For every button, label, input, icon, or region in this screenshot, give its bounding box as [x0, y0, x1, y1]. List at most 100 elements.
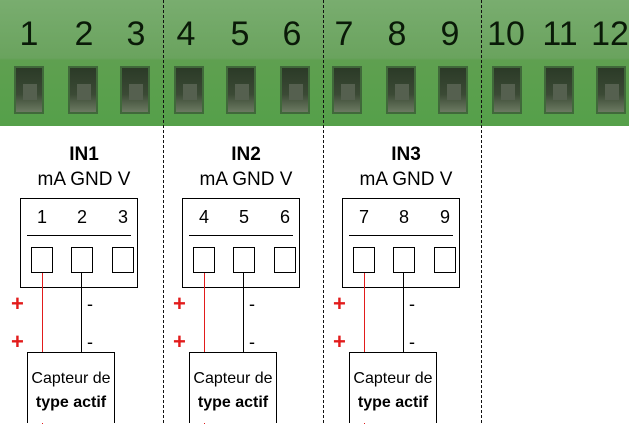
- active-sensor-box: Capteur de type actif: [189, 352, 277, 423]
- positive-sign: +: [333, 329, 346, 354]
- terminal-number: 6: [282, 15, 302, 53]
- sensor-label-line1: Capteur de: [353, 370, 433, 387]
- socket-pin: [289, 84, 303, 100]
- connector-divider: [27, 235, 131, 236]
- connector-pin-number: 2: [76, 207, 87, 227]
- connector-terminal: [31, 247, 53, 273]
- terminal-number: 4: [176, 15, 196, 53]
- connector-diagram: 1 2 3: [20, 198, 138, 288]
- terminal-number: 12: [591, 15, 629, 53]
- terminal-number: 1: [19, 15, 39, 53]
- sensor-label-line1: Capteur de: [193, 370, 273, 387]
- socket-pin: [501, 84, 515, 100]
- positive-sign: +: [173, 291, 186, 316]
- negative-sign: -: [87, 294, 93, 314]
- positive-sign: +: [11, 291, 24, 316]
- sensor-label-line2: type actif: [35, 394, 107, 411]
- connector-diagram: 4 5 6: [182, 198, 300, 288]
- terminal-number: 2: [74, 15, 94, 53]
- connector-pin-number: 3: [117, 207, 128, 227]
- connector-terminal: [274, 247, 296, 273]
- connector-terminal: [434, 247, 456, 273]
- separator-2-3: [323, 0, 324, 423]
- connector-terminal: [193, 247, 215, 273]
- input-group-in3: IN3 mA GND V 7 8 9 + - + - Capteur de type actif: [331, 136, 481, 424]
- input-group-in1: IN1 mA GND V 1 2 3 + - + - Capteur de type actif: [9, 136, 159, 424]
- terminal-number: 9: [440, 15, 460, 53]
- terminal-socket: [174, 66, 204, 114]
- socket-pin: [553, 84, 567, 100]
- sensor-label-line2: type actif: [357, 394, 429, 411]
- positive-sign: +: [333, 291, 346, 316]
- ground-wire: [403, 273, 404, 353]
- input-group-in2: IN2 mA GND V 4 5 6 + - + - Capteur de type actif: [171, 136, 321, 424]
- pin-function-labels: mA GND V: [37, 169, 131, 190]
- socket-pin: [341, 84, 355, 100]
- socket-pin: [605, 84, 619, 100]
- connector-terminal: [112, 247, 134, 273]
- positive-wire: [204, 273, 205, 424]
- terminal-socket: [596, 66, 626, 114]
- terminal-number: 10: [487, 15, 525, 53]
- pin-function-labels: mA GND V: [199, 169, 293, 190]
- positive-sign: +: [173, 329, 186, 354]
- positive-wire: [364, 273, 365, 424]
- socket-pin: [77, 84, 91, 100]
- terminal-number: 3: [126, 15, 146, 53]
- terminal-socket: [438, 66, 468, 114]
- terminal-socket: [226, 66, 256, 114]
- connector-pin-number: 9: [439, 207, 450, 227]
- socket-pin: [235, 84, 249, 100]
- negative-sign: -: [249, 294, 255, 314]
- terminal-socket: [386, 66, 416, 114]
- input-title: IN2: [231, 144, 261, 165]
- socket-pin: [395, 84, 409, 100]
- negative-sign: -: [87, 332, 93, 352]
- terminal-socket: [14, 66, 44, 114]
- input-title: IN3: [391, 144, 421, 165]
- terminal-socket: [120, 66, 150, 114]
- terminal-socket: [544, 66, 574, 114]
- connector-terminal: [353, 247, 375, 273]
- connector-pin-number: 4: [198, 207, 209, 227]
- sensor-label-line2: type actif: [197, 394, 269, 411]
- socket-pin: [447, 84, 461, 100]
- terminal-number: 7: [334, 15, 354, 53]
- positive-sign: +: [11, 329, 24, 354]
- terminal-number: 5: [230, 15, 250, 53]
- connector-pin-number: 6: [279, 207, 290, 227]
- terminal-socket: [280, 66, 310, 114]
- socket-pin: [129, 84, 143, 100]
- sensor-label-line1: Capteur de: [31, 370, 111, 387]
- connector-terminal: [233, 247, 255, 273]
- terminal-number: 8: [387, 15, 407, 53]
- ground-wire: [81, 273, 82, 353]
- terminal-socket: [68, 66, 98, 114]
- connector-pin-number: 5: [238, 207, 249, 227]
- connector-divider: [189, 235, 293, 236]
- connector-divider: [349, 235, 453, 236]
- connector-diagram: 7 8 9: [342, 198, 460, 288]
- active-sensor-box: Capteur de type actif: [349, 352, 437, 423]
- socket-pin: [23, 84, 37, 100]
- connector-pin-number: 1: [36, 207, 47, 227]
- negative-sign: -: [409, 294, 415, 314]
- connector-terminal: [71, 247, 93, 273]
- positive-wire: [42, 273, 43, 424]
- terminal-number: 11: [542, 15, 578, 53]
- negative-sign: -: [409, 332, 415, 352]
- connector-pin-number: 7: [358, 207, 369, 227]
- connector-terminal: [393, 247, 415, 273]
- pin-function-labels: mA GND V: [359, 169, 453, 190]
- ground-wire: [243, 273, 244, 353]
- terminal-socket: [492, 66, 522, 114]
- socket-pin: [183, 84, 197, 100]
- negative-sign: -: [249, 332, 255, 352]
- separator-1-2: [163, 0, 164, 423]
- separator-3-4: [481, 0, 482, 423]
- input-title: IN1: [69, 144, 99, 165]
- terminal-socket: [332, 66, 362, 114]
- active-sensor-box: Capteur de type actif: [27, 352, 115, 423]
- connector-pin-number: 8: [398, 207, 409, 227]
